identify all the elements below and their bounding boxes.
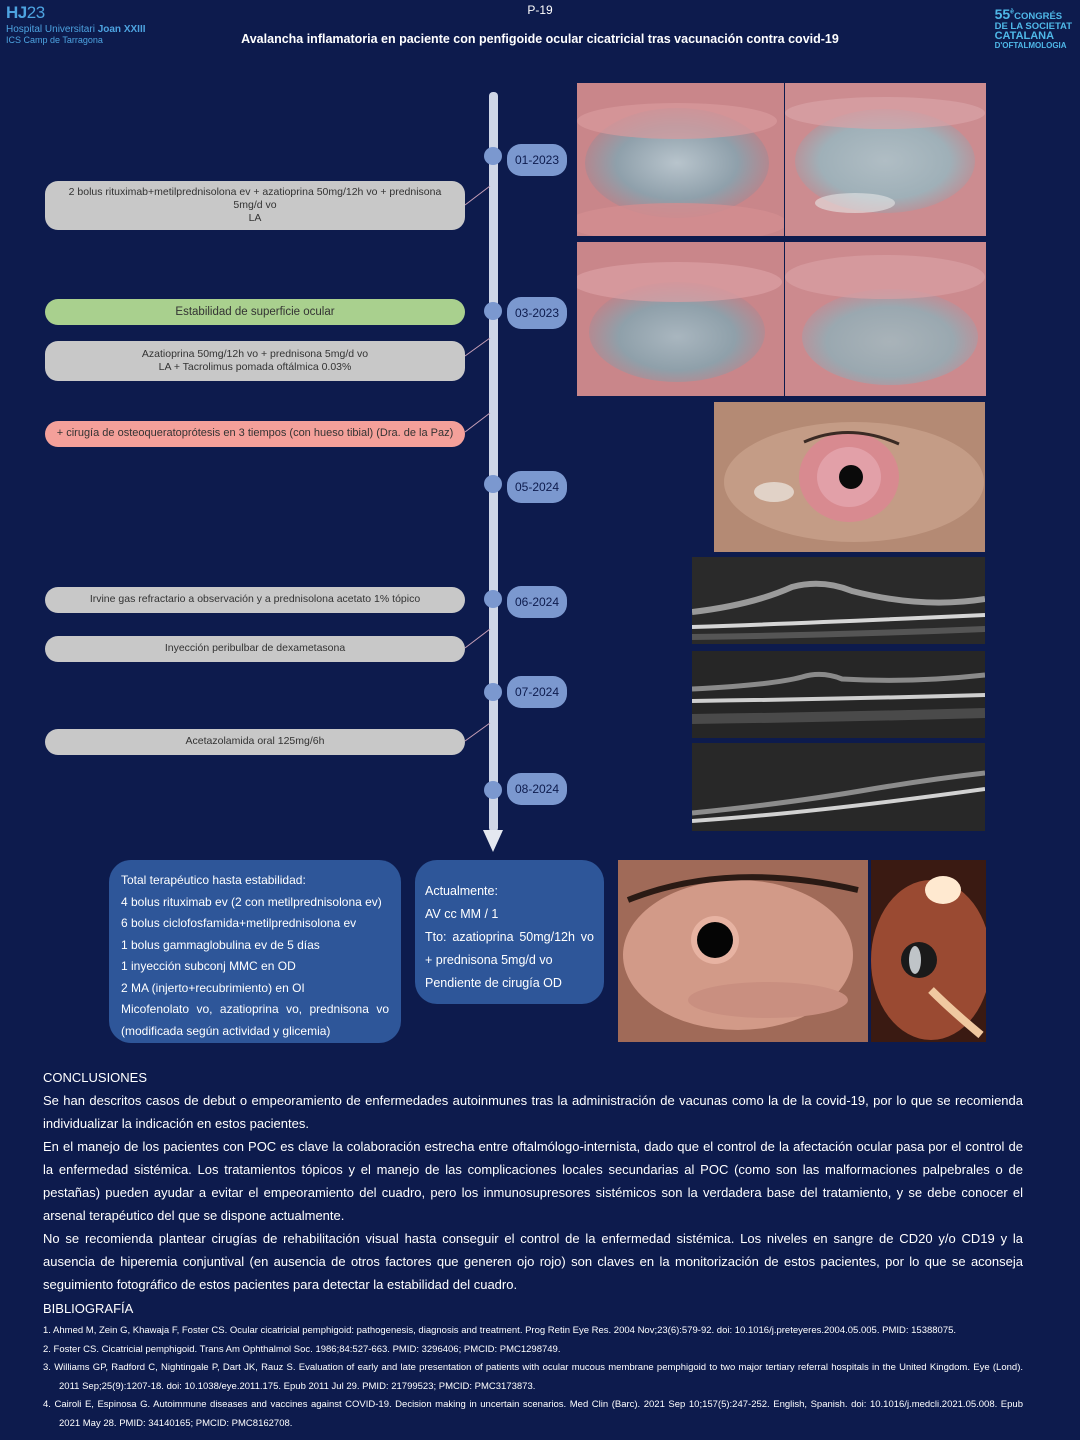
summary-line: 2 MA (injerto+recubrimiento) en OI xyxy=(121,980,305,995)
eye-photo-current-slitlamp xyxy=(871,860,986,1042)
poster-title: Avalancha inflamatoria en paciente con p… xyxy=(241,32,839,46)
poster-id: P-19 xyxy=(527,3,553,17)
oct-scan-08-2024 xyxy=(692,743,985,831)
oct-scan-06-2024 xyxy=(692,557,985,644)
hospital-name: Hospital Universitari Joan XXIII xyxy=(6,24,146,35)
eye-photo-03-2023-left xyxy=(785,242,986,396)
eye-photo-current-okp xyxy=(618,860,868,1042)
eye-photo-05-2024-okp xyxy=(714,402,985,552)
summary-line: 4 bolus rituximab ev (2 con metilprednis… xyxy=(121,894,382,909)
current-line: Actualmente: xyxy=(425,884,498,898)
therapeutic-total-box: Total terapéutico hasta estabilidad: 4 b… xyxy=(109,860,401,1043)
date-badge: 07-2024 xyxy=(507,676,567,708)
date-badge: 01-2023 xyxy=(507,144,567,176)
summary-line: 6 bolus ciclofosfamida+metilprednisolona… xyxy=(121,916,357,930)
event-box: Irvine gas refractario a observación y a… xyxy=(45,587,465,613)
congress-line-3: CATALANA xyxy=(994,30,1055,42)
reference-item: 4. Cairoli E, Espinosa G. Autoimmune dis… xyxy=(43,1399,1023,1429)
hospital-subtitle: ICS Camp de Tarragona xyxy=(6,35,103,45)
conclusions-paragraph: En el manejo de los pacientes con POC es… xyxy=(43,1139,1023,1223)
event-box-surgery: + cirugía de osteoqueratoprótesis en 3 t… xyxy=(45,421,465,447)
timeline-dot xyxy=(484,781,502,799)
timeline-dot xyxy=(484,590,502,608)
summary-line: 1 inyección subconj MMC en OD xyxy=(121,959,296,973)
event-box: Acetazolamida oral 125mg/6h xyxy=(45,729,465,755)
eye-photo-01-2023-left xyxy=(785,83,986,236)
conclusions-paragraph: No se recomienda plantear cirugías de re… xyxy=(43,1231,1023,1292)
timeline-dot xyxy=(484,302,502,320)
event-box: Inyección peribulbar de dexametasona xyxy=(45,636,465,662)
current-line: AV cc MM / 1 xyxy=(425,907,499,921)
eye-photo-01-2023-right xyxy=(577,83,784,236)
bibliography-heading: BIBLIOGRAFÍA xyxy=(43,1301,134,1316)
summary-line: Micofenolato vo, azatioprina vo, prednis… xyxy=(121,1002,389,1038)
current-status-box: Actualmente: AV cc MM / 1 Tto: azatiopri… xyxy=(415,860,604,1004)
date-badge: 08-2024 xyxy=(507,773,567,805)
reference-item: 1. Ahmed M, Zein G, Khawaja F, Foster CS… xyxy=(43,1325,957,1336)
event-box-stability: Estabilidad de superficie ocular xyxy=(45,299,465,325)
congress-line-1: CONGRÉS xyxy=(1014,11,1063,22)
event-box: 2 bolus rituximab+metilprednisolona ev +… xyxy=(45,181,465,230)
timeline-axis xyxy=(489,92,498,832)
summary-line: 1 bolus gammaglobulina ev de 5 días xyxy=(121,937,320,952)
congress-logo: 55èCONGRÉS DE LA SOCIETAT CATALANA D'OFT… xyxy=(994,6,1072,50)
conclusions-paragraph: Se han descritos casos de debut o empeor… xyxy=(43,1093,1023,1131)
reference-item: 3. Williams GP, Radford C, Nightingale P… xyxy=(43,1362,1023,1392)
reference-item: 2. Foster CS. Cicatricial pemphigoid. Tr… xyxy=(43,1343,561,1355)
date-badge: 03-2023 xyxy=(507,297,567,329)
logo-hj23: HJ23 xyxy=(6,3,45,22)
event-box: Azatioprina 50mg/12h vo + prednisona 5mg… xyxy=(45,341,465,381)
timeline-arrowhead xyxy=(483,830,503,852)
timeline-dot xyxy=(484,475,502,493)
timeline-dot xyxy=(484,683,502,701)
eye-photo-03-2023-right xyxy=(577,242,784,396)
date-badge: 06-2024 xyxy=(507,586,567,618)
congress-line-4: D'OFTALMOLOGIA xyxy=(994,41,1067,50)
timeline-dot xyxy=(484,147,502,165)
hospital-logo: HJ23 Hospital Universitari Joan XXIII IC… xyxy=(6,3,146,45)
current-line: Pendiente de cirugía OD xyxy=(425,976,562,990)
bibliography-section: BIBLIOGRAFÍA 1. Ahmed M, Zein G, Khawaja… xyxy=(43,1301,1023,1433)
oct-scan-07-2024 xyxy=(692,651,985,738)
date-badge: 05-2024 xyxy=(507,471,567,503)
current-line: Tto: azatioprina 50mg/12h vo + prednison… xyxy=(425,930,594,967)
congress-number: 55 xyxy=(994,6,1011,22)
summary-line: Total terapéutico hasta estabilidad: xyxy=(121,873,306,887)
congress-line-2: DE LA SOCIETAT xyxy=(994,20,1072,32)
conclusions-heading: CONCLUSIONES xyxy=(43,1070,148,1085)
timeline-connectors xyxy=(464,185,491,742)
conclusions-section: CONCLUSIONES Se han descritos casos de d… xyxy=(43,1066,1023,1296)
